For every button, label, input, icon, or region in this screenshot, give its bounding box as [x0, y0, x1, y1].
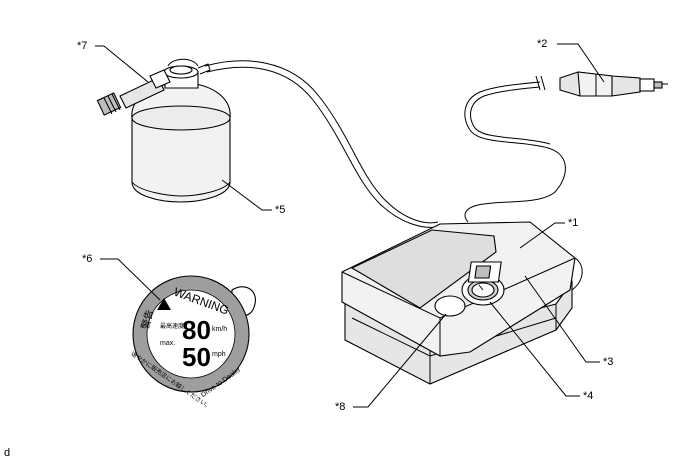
callout-7: *7	[77, 40, 87, 52]
callout-5: *5	[275, 204, 285, 216]
corner-mark: d	[4, 447, 10, 459]
sealant-hose	[204, 60, 439, 228]
callout-2: *2	[537, 38, 547, 50]
sticker-speed-kmh: 80	[182, 315, 211, 345]
sticker-unit-mph: mph	[212, 351, 226, 358]
callout-4: *4	[583, 390, 593, 402]
sticker-speed-mph: 50	[182, 342, 211, 372]
compressor	[341, 221, 583, 385]
power-plug	[559, 71, 668, 97]
callout-6: *6	[82, 253, 92, 265]
speed-warning-sticker: ! WARNING 警告 最高速度 max. 80 km/h 50 mph Dr…	[130, 275, 256, 411]
power-switch	[467, 261, 502, 283]
callout-1: *1	[568, 217, 578, 229]
bottle-nozzle	[96, 58, 211, 116]
callout-3: *3	[603, 356, 613, 368]
sealant-bottle	[131, 65, 231, 203]
svg-text:!: !	[163, 304, 165, 311]
deflate-button	[434, 295, 466, 317]
sticker-max-label: max.	[160, 340, 175, 347]
power-cable	[464, 75, 566, 223]
sticker-jp-max-speed: 最高速度	[160, 322, 184, 330]
leader-lines	[95, 43, 605, 408]
sticker-unit-kmh: km/h	[212, 326, 227, 333]
callout-8: *8	[335, 401, 345, 413]
